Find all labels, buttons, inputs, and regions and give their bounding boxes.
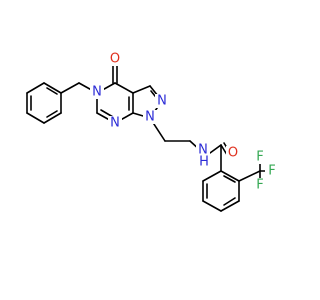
atom-labels: O N N N N N H O F F F (92, 52, 276, 193)
bond-double-inner (223, 197, 236, 206)
bond (26, 82, 45, 94)
nitrogen-label: N (157, 94, 167, 109)
structure-canvas: O N N N N N H O F F F (26, 51, 279, 212)
nitrogen-label: N (110, 116, 120, 131)
nitrogen-label: N (145, 110, 155, 125)
bond-double-inner (100, 109, 114, 118)
molecule-diagram: O N N N N N H O F F F (26, 51, 279, 212)
bond (132, 85, 151, 94)
bond (43, 112, 62, 124)
bond (238, 170, 261, 182)
bond (209, 144, 222, 154)
bond (220, 170, 240, 182)
bond (60, 82, 80, 94)
oxygen-label: O (110, 52, 120, 67)
bond-double-inner (223, 175, 236, 183)
fluorine-label: F (256, 178, 263, 193)
nitrogen-label: N (92, 85, 102, 100)
nitrogen-label: N (198, 143, 208, 158)
bond (26, 112, 45, 124)
oxygen-label: O (228, 146, 238, 161)
fluorine-label: F (256, 150, 263, 165)
bond (43, 82, 62, 94)
bond (202, 200, 222, 212)
bond (220, 200, 240, 212)
hydrogen-label: H (199, 155, 209, 170)
bond-double-inner (46, 87, 58, 95)
bond-double-inner (46, 110, 58, 118)
label-backgrounds (90, 52, 279, 192)
bond (202, 170, 222, 182)
fluorine-label: F (268, 164, 275, 179)
bond (114, 82, 134, 94)
bonds (26, 62, 272, 212)
